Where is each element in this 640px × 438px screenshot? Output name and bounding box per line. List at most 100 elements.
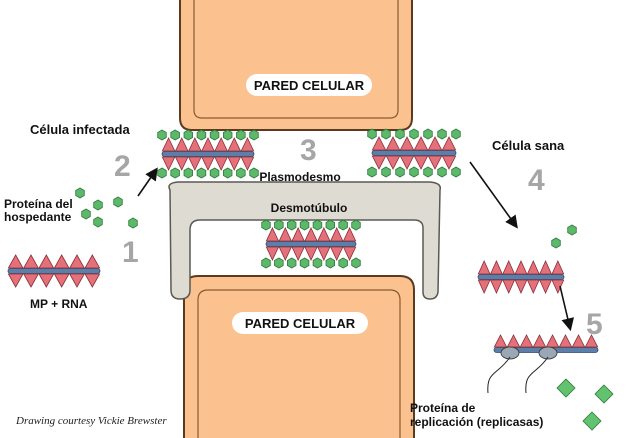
movement-protein-triangle <box>53 254 70 269</box>
host-protein-hexagon <box>423 166 433 178</box>
movement-protein-triangle <box>214 137 229 152</box>
rna-strand <box>161 151 255 157</box>
label-proteina-replicacion-1: Proteína de <box>410 401 476 415</box>
wall-label-bottom: PARED CELULAR <box>245 316 356 331</box>
step-number-3: 3 <box>300 134 317 167</box>
movement-protein-triangle <box>427 136 443 151</box>
host-protein-hexagon <box>299 257 310 269</box>
movement-protein-triangle <box>329 227 344 242</box>
host-protein-hexagon <box>209 167 220 179</box>
host-protein-hexagon <box>236 129 246 141</box>
movement-protein-triangle <box>7 273 24 288</box>
movement-protein-triangle <box>441 155 457 170</box>
step-number-4: 4 <box>528 164 545 197</box>
host-protein-hexagons <box>75 187 577 249</box>
healthy-cell-complex <box>477 260 565 294</box>
host-protein-hexagon <box>261 219 271 231</box>
movement-protein-triangle <box>214 156 229 171</box>
host-protein-hexagon <box>351 257 361 269</box>
arrow-step-5 <box>559 285 575 332</box>
host-protein-hexagon <box>157 129 167 141</box>
host-protein-hexagon <box>249 167 259 179</box>
movement-protein-triangle <box>161 156 176 171</box>
movement-protein-triangle <box>493 334 508 348</box>
host-protein-hexagon <box>409 166 419 178</box>
movement-protein-triangle <box>526 260 540 275</box>
movement-protein-triangle <box>187 137 202 152</box>
label-proteina-hospedante-1: Proteína del <box>4 197 73 211</box>
channel-complex <box>261 219 361 269</box>
mp-rna-complex <box>7 254 101 288</box>
host-protein-hexagon <box>367 166 377 178</box>
label-plasmodesmo: Plasmodesmo <box>259 170 340 184</box>
label-mp-rna: MP + RNA <box>30 297 88 311</box>
host-protein-hexagon <box>93 199 103 211</box>
movement-protein-triangle <box>69 254 85 269</box>
host-protein-hexagon <box>196 129 207 141</box>
movement-protein-triangle <box>291 246 305 261</box>
host-protein-hexagon <box>325 219 336 231</box>
movement-protein-triangle <box>174 156 189 171</box>
host-protein-hexagon <box>409 128 419 140</box>
movement-protein-triangle <box>23 254 39 269</box>
label-celula-sana: Célula sana <box>492 138 565 153</box>
wall-label-top: PARED CELULAR <box>254 78 365 93</box>
host-protein-hexagon <box>312 257 323 269</box>
movement-protein-triangle <box>227 137 242 152</box>
host-protein-hexagon <box>286 257 297 269</box>
host-protein-hexagon <box>299 219 310 231</box>
movement-protein-triangle <box>265 227 280 242</box>
label-celula-infectada: Célula infectada <box>30 122 130 137</box>
movement-protein-triangle <box>371 136 387 151</box>
movement-protein-triangle <box>187 156 202 171</box>
host-protein-hexagon <box>423 128 433 140</box>
movement-protein-triangle <box>584 334 599 348</box>
rna-strand <box>477 274 565 280</box>
drawing-credit: Drawing courtesy Vickie Brewster <box>15 415 167 427</box>
replicase-diamond <box>582 411 602 431</box>
movement-protein-triangle <box>342 227 357 242</box>
movement-protein-triangle <box>304 246 318 261</box>
exit-complex <box>367 128 461 178</box>
host-protein-hexagon <box>249 129 259 141</box>
step-number-1: 1 <box>122 236 139 269</box>
replicase-diamond <box>594 384 614 404</box>
desmotubule <box>168 181 442 300</box>
movement-protein-triangle <box>399 136 415 151</box>
host-protein-hexagon <box>183 129 194 141</box>
cell-wall-top: PARED CELULAR <box>179 0 413 131</box>
movement-protein-triangle <box>385 136 401 151</box>
label-desmotubulo: Desmotúbulo <box>271 201 348 215</box>
host-protein-hexagon <box>113 196 123 208</box>
host-protein-hexagon <box>381 166 391 178</box>
movement-protein-triangle <box>539 279 553 294</box>
movement-protein-triangle <box>38 254 55 269</box>
movement-protein-triangle <box>502 279 516 294</box>
rna-strand <box>7 268 101 274</box>
host-protein-hexagon <box>274 219 284 231</box>
movement-protein-triangle <box>441 136 457 151</box>
host-protein-hexagon <box>222 129 233 141</box>
movement-protein-triangle <box>69 273 85 288</box>
host-protein-hexagon <box>170 167 180 179</box>
host-protein-hexagon <box>261 257 271 269</box>
movement-protein-triangle <box>489 260 503 275</box>
host-protein-hexagon <box>338 219 348 231</box>
infected-complex <box>157 129 259 179</box>
host-protein-hexagon <box>567 224 577 236</box>
movement-protein-triangle <box>477 279 491 294</box>
replicase-blob <box>500 346 520 360</box>
host-protein-hexagon <box>81 208 91 220</box>
movement-protein-triangle <box>519 334 534 348</box>
movement-protein-triangle <box>174 137 189 152</box>
movement-protein-triangle <box>84 273 101 288</box>
movement-protein-triangle <box>201 137 215 152</box>
host-protein-hexagon <box>286 219 297 231</box>
movement-protein-triangle <box>240 137 255 152</box>
movement-protein-triangle <box>514 279 528 294</box>
rna-strand <box>371 150 457 156</box>
movement-protein-triangle <box>265 246 280 261</box>
host-protein-hexagon <box>170 129 180 141</box>
